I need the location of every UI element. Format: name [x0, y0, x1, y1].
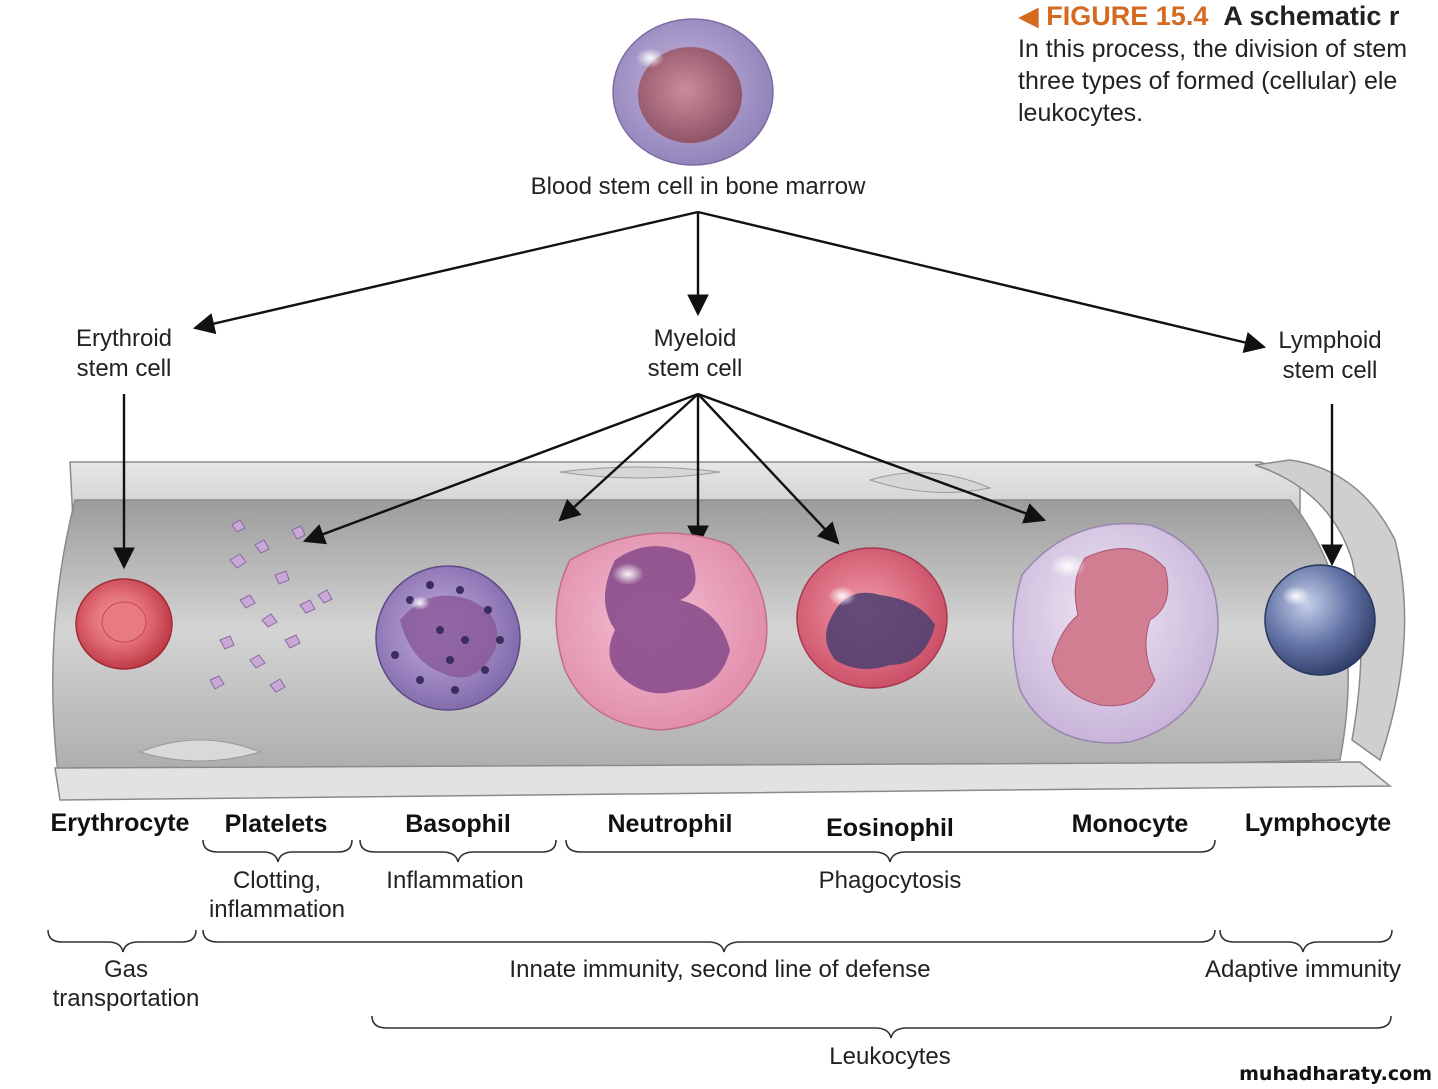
clotting-function-label: Clotting, inflammation	[197, 866, 357, 924]
figure-number: FIGURE 15.4	[1046, 1, 1209, 31]
eosinophil-cell	[796, 547, 948, 689]
brace-adaptive	[1219, 929, 1393, 953]
monocyte-cell	[1012, 522, 1219, 744]
neutrophil-cell	[555, 532, 768, 731]
arrow-to-monocyte	[697, 392, 1047, 524]
arrow-to-eosinophil	[697, 393, 840, 545]
watermark: muhadharaty.com	[1239, 1063, 1432, 1085]
blood-stem-cell	[612, 18, 774, 166]
arrow-to-lymphoid	[697, 210, 1267, 353]
lineage-arrows	[113, 210, 1343, 570]
lymphoid-stem-cell-label: Lymphoid stem cell	[1250, 326, 1410, 386]
arrow-to-basophil	[558, 393, 699, 522]
myeloid-stem-cell-label: Myeloid stem cell	[615, 324, 775, 384]
basophil-cell	[375, 565, 521, 711]
label-line: transportation	[52, 985, 200, 1012]
erythrocyte-cell	[75, 578, 173, 670]
innate-immunity-label: Innate immunity, second line of defense	[509, 956, 931, 983]
caption-line: three types of formed (cellular) ele	[1018, 67, 1398, 95]
vessel-nucleus-top	[559, 466, 721, 479]
inflammation-function-label: Inflammation	[386, 867, 524, 894]
leukocytes-label: Leukocytes	[829, 1043, 951, 1070]
eosinophil-label: Eosinophil	[826, 814, 954, 842]
adaptive-immunity-label: Adaptive immunity	[1204, 956, 1402, 983]
braces	[47, 839, 1393, 1039]
caption-line: In this process, the division of stem	[1018, 35, 1408, 63]
blood-stem-cell-label: Blood stem cell in bone marrow	[530, 173, 866, 200]
brace-innate	[202, 929, 1216, 953]
arrow-to-platelets	[302, 392, 699, 545]
monocyte-label: Monocyte	[1071, 810, 1189, 838]
brace-phagocytosis	[565, 839, 1216, 863]
vessel-bottom-wall	[54, 761, 1393, 801]
brace-gas	[47, 929, 197, 953]
label-line: Gas	[103, 956, 148, 983]
label-line: Clotting,	[232, 867, 322, 894]
brace-platelets	[202, 839, 353, 863]
caption-heading: ◀ FIGURE 15.4 A schematic r	[1018, 0, 1438, 33]
erythroid-stem-cell-label: Erythroid stem cell	[44, 324, 204, 384]
lymphocyte-cell	[1264, 564, 1376, 676]
vessel-cut-edge	[1254, 459, 1406, 762]
label-line: stem cell	[647, 355, 743, 382]
vessel-nucleus-bottom	[138, 739, 262, 762]
basophil-label: Basophil	[405, 810, 511, 838]
brace-leukocytes	[371, 1015, 1392, 1039]
arrow-to-erythroid	[192, 210, 699, 335]
platelets-cluster	[209, 519, 333, 693]
gas-transportation-label: Gas transportation	[36, 955, 216, 1013]
caption-line: leukocytes.	[1018, 99, 1144, 127]
caption-marker-icon: ◀	[1018, 1, 1039, 31]
label-line: Lymphoid	[1278, 327, 1382, 354]
erythrocyte-label: Erythrocyte	[50, 809, 190, 837]
label-line: stem cell	[76, 355, 172, 382]
caption-title: A schematic r	[1223, 1, 1400, 31]
label-line: Erythroid	[75, 325, 173, 352]
label-line: inflammation	[208, 896, 346, 923]
neutrophil-label: Neutrophil	[607, 810, 733, 838]
figure-caption: ◀ FIGURE 15.4 A schematic r In this proc…	[1018, 0, 1438, 129]
lymphocyte-label: Lymphocyte	[1244, 809, 1392, 837]
vessel-nucleus-right	[868, 472, 992, 493]
platelets-label: Platelets	[224, 810, 328, 838]
label-line: Myeloid	[653, 325, 737, 352]
phagocytosis-function-label: Phagocytosis	[818, 867, 962, 894]
brace-basophil	[359, 839, 557, 863]
label-line: stem cell	[1282, 357, 1378, 384]
